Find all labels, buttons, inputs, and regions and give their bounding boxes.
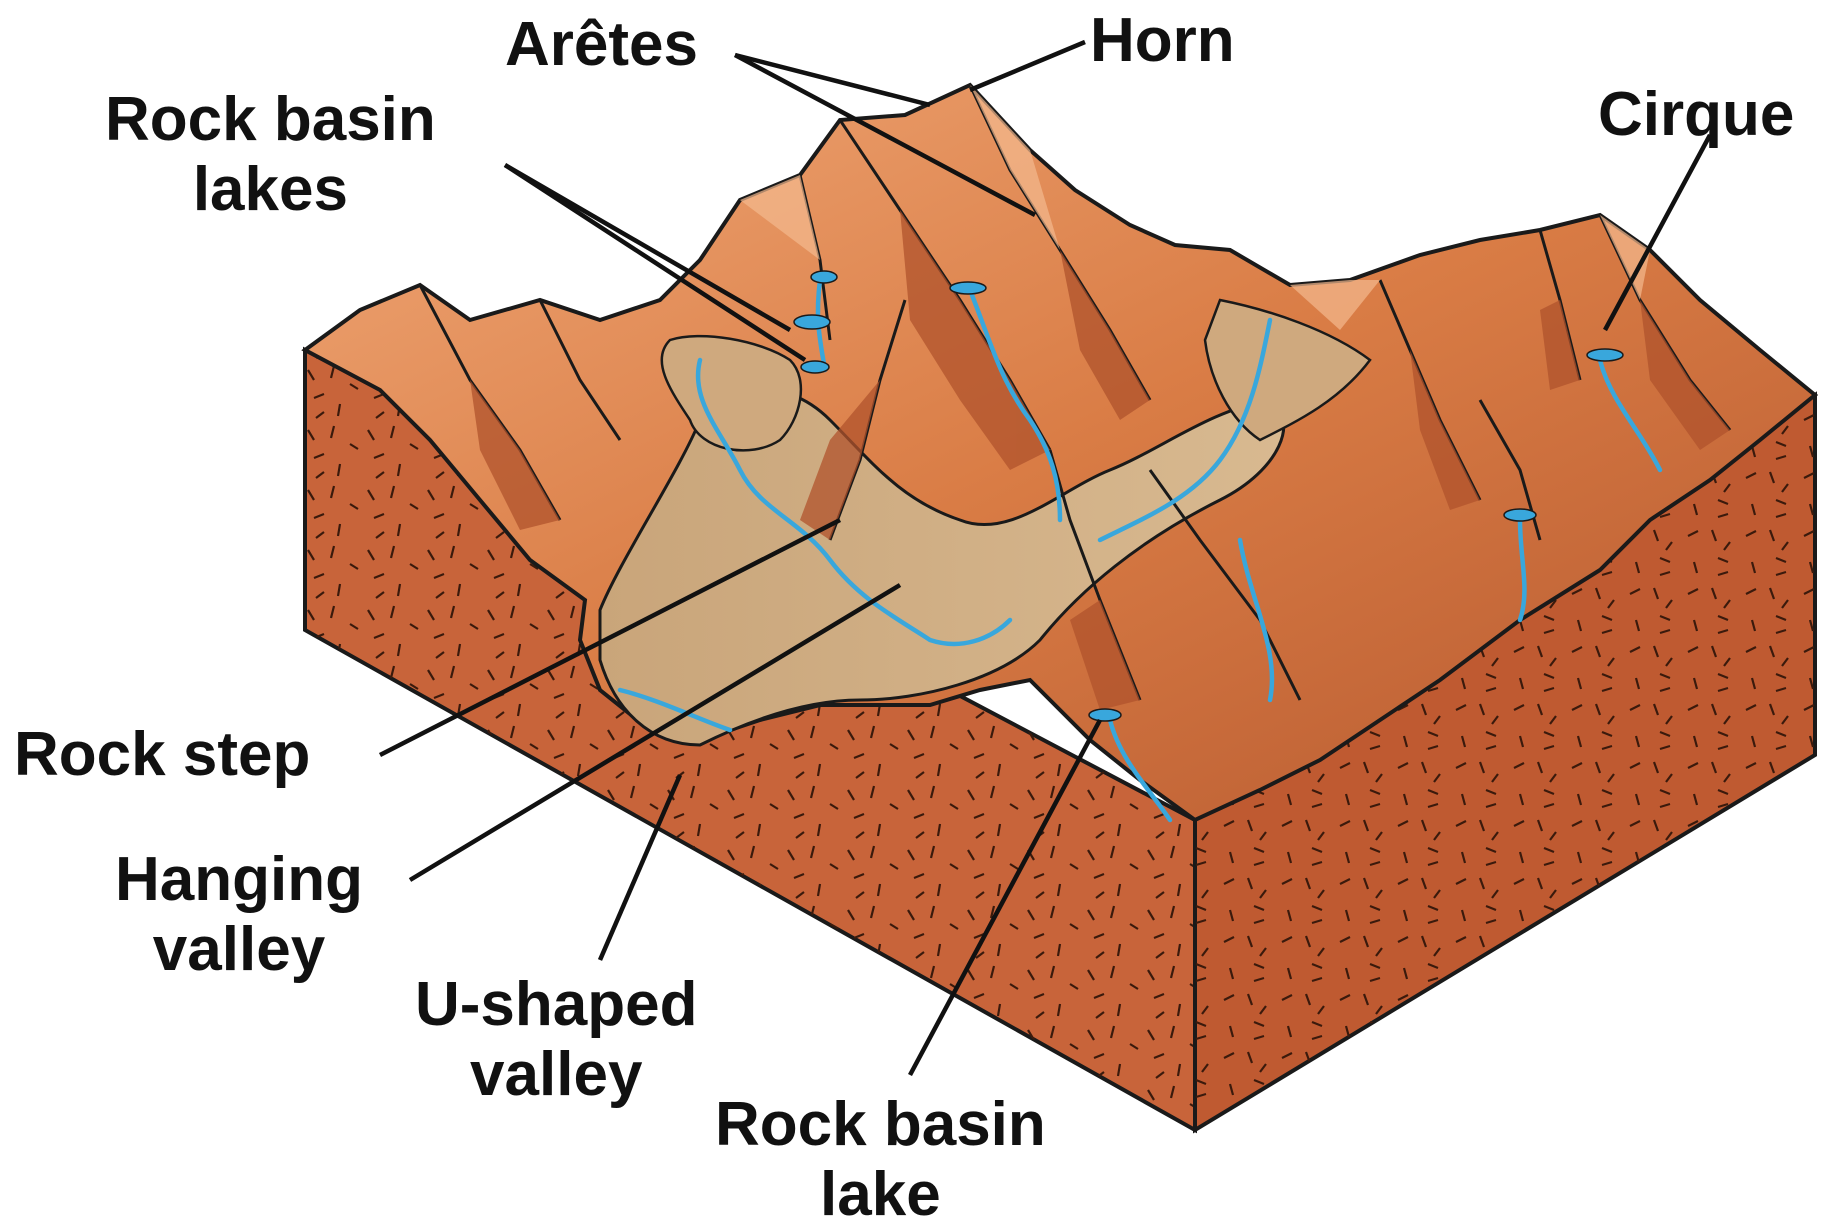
rock-basin-lake-4 [950, 282, 986, 294]
label-horn: Horn [1090, 6, 1235, 76]
leader-horn [970, 42, 1085, 90]
label-rock-basin-lakes: Rock basin lakes [105, 85, 436, 225]
rock-basin-lake-1 [811, 271, 837, 283]
label-u-shaped-valley: U-shaped valley [415, 970, 697, 1110]
rock-basin-lake-2 [794, 315, 830, 329]
leader-aretes-1 [735, 55, 930, 105]
label-rock-step: Rock step [14, 720, 310, 790]
cirque-lake [1587, 349, 1623, 361]
rock-basin-lake-front [1089, 709, 1121, 721]
label-rock-basin-lake: Rock basin lake [715, 1090, 1046, 1230]
label-cirque: Cirque [1598, 80, 1794, 150]
label-aretes: Arêtes [505, 10, 698, 80]
tarn-lake [1504, 509, 1536, 521]
label-hanging-valley: Hanging valley [115, 845, 363, 985]
rock-basin-lake-3 [801, 361, 829, 373]
